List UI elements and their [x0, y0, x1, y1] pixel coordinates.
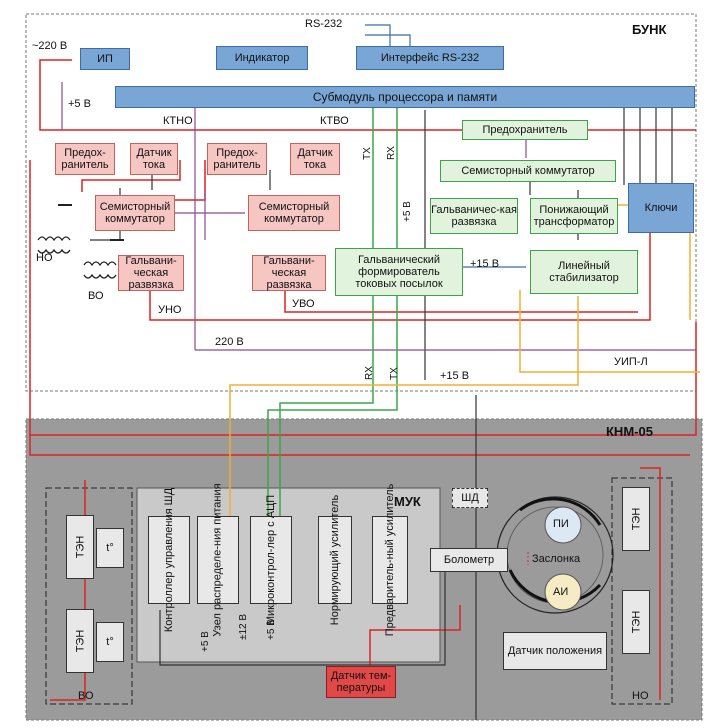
current-sensor-mid-block: Датчик тока: [290, 143, 340, 175]
label-5v-a: +5 В: [200, 631, 211, 652]
heater-vo-2: ТЭН: [66, 609, 94, 673]
muk-title: МУК: [394, 494, 421, 509]
fuse-mid-block: Предох-ранитель: [207, 143, 267, 175]
label-220v-in: ~220 В: [32, 40, 68, 52]
position-sensor-block: Датчик положения: [503, 632, 607, 670]
coil-vo: [83, 261, 117, 279]
label-5v-mid: +5 В: [402, 201, 413, 222]
indicator-block: Индикатор: [216, 46, 308, 70]
current-sensor-left-block: Датчик тока: [130, 143, 178, 175]
galvanic-isolation-right-block: Гальваничес-кая развязка: [430, 198, 518, 234]
label-12v: ±12 В: [238, 613, 249, 640]
label-no-knm: НО: [632, 690, 649, 702]
power-distribution-block: Узел распределе-ния питания: [197, 483, 239, 637]
coil-no: [37, 236, 71, 254]
temperature-sensor-block: Датчик тем-пературы: [326, 666, 396, 698]
heater-vo-1: ТЭН: [66, 515, 94, 579]
galvanic-isolation-mid-block: Гальвани-ческая развязка: [252, 255, 326, 291]
label-uip: УИП-Л: [614, 356, 648, 368]
fuse-right-block: Предохранитель: [462, 120, 588, 140]
label-no: НО: [36, 252, 53, 264]
knm-title: КНМ-05: [606, 424, 653, 439]
no-frame: [611, 477, 673, 705]
triac-switch-right-block: Семисторный коммутатор: [440, 160, 616, 182]
galvanic-isolation-left-block: Гальвани-ческая развязка: [118, 255, 184, 291]
triac-switch-left-block: Семисторный коммутатор: [95, 195, 175, 231]
processor-block: Субмодуль процессора и памяти: [115, 86, 695, 108]
power-supply-block: ИП: [80, 48, 130, 70]
keys-block: Ключи: [628, 183, 694, 233]
linear-stabilizer-block: Линейный стабилизатор: [530, 250, 638, 294]
heater-no-2: ТЭН: [622, 590, 650, 654]
label-ktvo: КТВО: [320, 115, 349, 127]
preamplifier-block: Предваритель-ный усилитель: [372, 484, 408, 636]
label-damper: Заслонка: [532, 553, 581, 565]
fuse-left-block: Предох-ранитель: [55, 143, 115, 175]
controller-block: Контроллер управления ШД: [148, 488, 190, 632]
bolometer-block: Болометр: [430, 548, 508, 572]
label-rx-top: RX: [386, 146, 397, 160]
label-5v: +5 В: [68, 98, 91, 110]
label-uvo: УВО: [292, 298, 315, 310]
bunk-title: БУНК: [632, 22, 667, 37]
label-ktno: КТНО: [163, 115, 193, 127]
label-uno: УНО: [158, 304, 182, 316]
label-ai: АИ: [553, 586, 569, 598]
label-vo: ВО: [88, 290, 104, 302]
label-5v-b: +5 В: [266, 619, 277, 640]
label-rs232: RS-232: [305, 18, 343, 30]
thermostat-1: t°: [96, 528, 124, 568]
label-220v: 220 В: [215, 336, 244, 348]
pulse-former-block: Гальванический формирователь токовых пос…: [335, 248, 463, 296]
label-pi: ПИ: [553, 518, 569, 530]
rs232-interface-block: Интерфейс RS-232: [356, 46, 504, 70]
microcontroller-block: Микроконтрол-лер с АЦП: [250, 495, 292, 625]
label-15v-mid: +15 В: [470, 258, 500, 270]
label-vo-knm: ВО: [78, 690, 94, 702]
vo-frame: [45, 487, 133, 705]
triac-switch-mid-block: Семисторный коммутатор: [248, 195, 340, 231]
label-15v-bottom: +15 В: [440, 370, 470, 382]
heater-no-1: ТЭН: [622, 487, 650, 551]
stepper-motor-block: ШД: [452, 488, 488, 508]
label-tx-top: TX: [362, 147, 373, 160]
label-rx-bottom: RX: [364, 366, 375, 380]
step-down-transformer-block: Понижающий трансформатор: [530, 198, 618, 234]
bunk-frame: [25, 13, 697, 392]
label-tx-bottom: TX: [389, 367, 400, 380]
thermostat-2: t°: [96, 622, 124, 662]
normalizing-amplifier-block: Нормирующий усилитель: [318, 495, 352, 625]
